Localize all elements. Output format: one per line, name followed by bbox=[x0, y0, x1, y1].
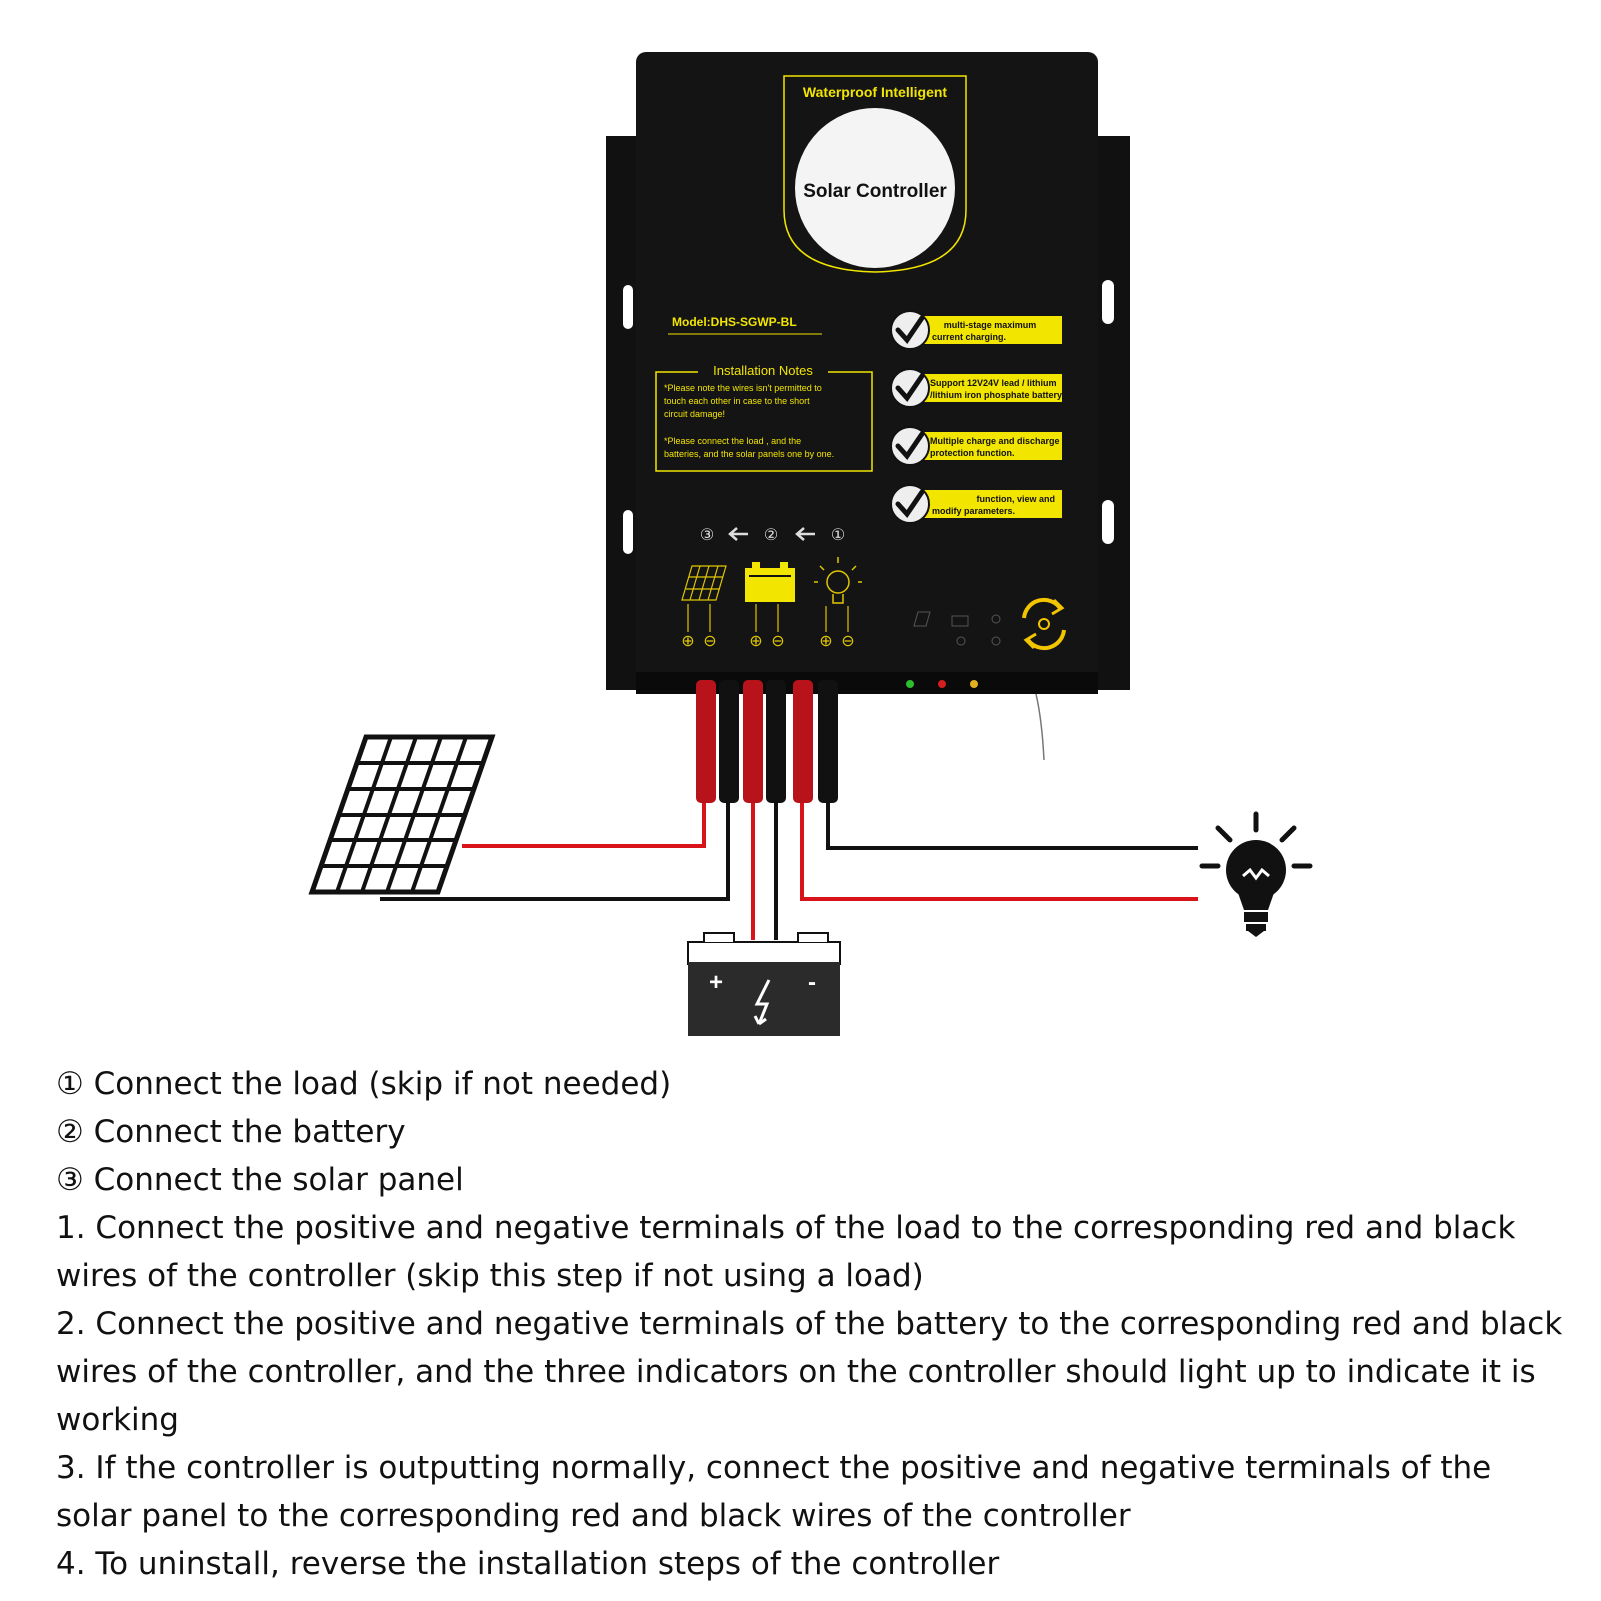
terminal-plus: ⊕ bbox=[819, 633, 832, 650]
svg-text:protection function.: protection function. bbox=[930, 448, 1015, 458]
battery-plus-sign: + bbox=[709, 969, 723, 996]
svg-text:Multiple charge and discharge: Multiple charge and discharge bbox=[930, 436, 1060, 446]
terminal-leads bbox=[687, 604, 849, 632]
cable-bundle bbox=[696, 680, 838, 803]
step-2: 2. Connect the positive and negative ter… bbox=[56, 1306, 1563, 1438]
feature-badge: multi-stage maximum current charging. bbox=[890, 310, 1062, 350]
terminal-minus: ⊖ bbox=[841, 633, 854, 650]
svg-text:Support 12V24V lead / lithium: Support 12V24V lead / lithium bbox=[930, 378, 1057, 388]
installation-steps: ① Connect the load (skip if not needed) … bbox=[56, 1060, 1576, 1588]
step-3: 3. If the controller is outputting norma… bbox=[56, 1450, 1492, 1534]
svg-text:modify parameters.: modify parameters. bbox=[932, 506, 1015, 516]
svg-text:/lithium iron phosphate batter: /lithium iron phosphate battery. bbox=[930, 390, 1064, 400]
battery-icon bbox=[687, 932, 841, 1036]
note-line: batteries, and the solar panels one by o… bbox=[664, 449, 834, 459]
light-bulb-icon bbox=[1199, 811, 1313, 937]
terminal-plus: ⊕ bbox=[749, 633, 762, 650]
order-step: ③ bbox=[700, 527, 714, 544]
battery-minus-sign: - bbox=[808, 969, 816, 996]
refresh-icon bbox=[1022, 597, 1066, 651]
order-step: ① bbox=[831, 527, 845, 544]
light-bulb-icon bbox=[814, 557, 862, 604]
order-step: ② bbox=[764, 527, 778, 544]
feature-badge: Support 12V24V lead / lithium /lithium i… bbox=[890, 368, 1064, 408]
feature-badge: function, view and modify parameters. bbox=[890, 484, 1062, 524]
note-line: *Please connect the load , and the bbox=[664, 436, 801, 446]
title-frame bbox=[783, 75, 967, 273]
step-1: 1. Connect the positive and negative ter… bbox=[56, 1210, 1516, 1294]
battery-icon bbox=[745, 562, 795, 602]
step-4: 4. To uninstall, reverse the installatio… bbox=[56, 1546, 1000, 1582]
svg-text:function, view and: function, view and bbox=[976, 494, 1055, 504]
terminal-minus: ⊖ bbox=[771, 633, 784, 650]
feature-badge: Multiple charge and discharge protection… bbox=[890, 426, 1062, 466]
note-line: *Please note the wires isn't permitted t… bbox=[664, 383, 822, 393]
order-item-solar: ③ Connect the solar panel bbox=[56, 1162, 464, 1198]
arrow-left-icon bbox=[795, 527, 815, 541]
solar-panel-icon bbox=[681, 565, 727, 601]
controller-title: Solar Controller bbox=[803, 181, 947, 202]
arrow-left-icon bbox=[728, 527, 748, 541]
terminal-plus: ⊕ bbox=[681, 633, 694, 650]
wiring-diagram: Waterproof Intelligent Solar Controller … bbox=[308, 52, 1313, 1036]
header-text: Waterproof Intelligent bbox=[803, 84, 947, 100]
note-line: circuit damage! bbox=[664, 409, 725, 419]
order-item-load: ① Connect the load (skip if not needed) bbox=[56, 1066, 672, 1102]
order-item-battery: ② Connect the battery bbox=[56, 1114, 406, 1150]
wires bbox=[380, 803, 1198, 940]
svg-text:multi-stage maximum: multi-stage maximum bbox=[944, 320, 1037, 330]
status-icons bbox=[913, 611, 1001, 646]
model-label: Model:DHS-SGWP-BL bbox=[672, 315, 797, 329]
terminal-minus: ⊖ bbox=[703, 633, 716, 650]
note-line: touch each other in case to the short bbox=[664, 396, 810, 406]
notes-title: Installation Notes bbox=[713, 363, 813, 378]
title-circle bbox=[795, 108, 955, 268]
solar-panel-icon bbox=[308, 734, 496, 895]
svg-text:current charging.: current charging. bbox=[932, 332, 1006, 342]
